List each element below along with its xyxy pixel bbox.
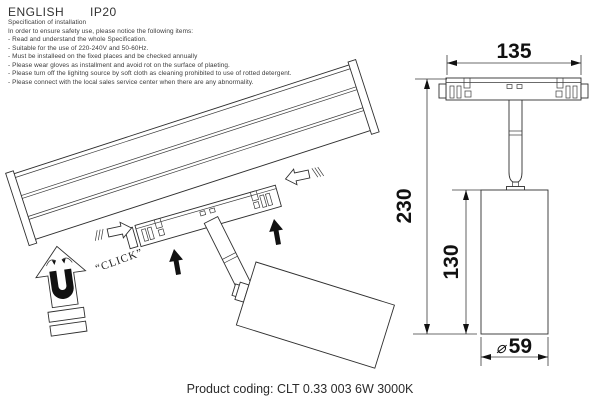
stem-front-view — [506, 100, 525, 191]
track-end-cap — [5, 170, 38, 247]
spec-intro: In order to ensure safety use, please no… — [8, 27, 194, 35]
header-bar: ENGLISH IP20 — [8, 5, 116, 19]
click-label: “CLICK” — [94, 247, 145, 275]
lamp-front-view — [480, 189, 549, 335]
spec-title: Specification of installation — [8, 19, 87, 26]
lamp-body-drawing — [231, 261, 396, 369]
diameter-symbol: ⌀ — [496, 340, 507, 357]
spec-item: - Must be installeed on the fixed places… — [8, 53, 198, 61]
up-arrow-outline-icon — [35, 245, 87, 309]
slide-direction-arrow-icon — [284, 166, 325, 186]
spec-item: - Please wear gloves as installment and … — [8, 61, 230, 69]
magnet-attraction-icon — [35, 245, 88, 337]
magnet-icon — [49, 268, 74, 300]
spec-section: Specification of installation In order t… — [8, 19, 338, 87]
dim-diameter: ⌀59 — [480, 335, 549, 366]
track-end-cap — [347, 59, 380, 135]
spec-item: - Read and understand the whole Specific… — [8, 36, 147, 44]
ip-rating-label: IP20 — [90, 5, 117, 19]
slide-direction-arrow-icon — [95, 221, 133, 241]
bracket-front-view — [438, 77, 589, 101]
dim-body-height: 130 — [440, 189, 481, 334]
spec-item: - Suitable for the use of 220-240V and 5… — [8, 44, 149, 52]
dim-total-height: 230 — [393, 78, 477, 335]
track-rail-drawing — [5, 59, 380, 247]
dim-diameter-value: 59 — [509, 335, 532, 358]
spec-item: - Please connect with the local sales se… — [8, 78, 254, 86]
dim-width: 135 — [446, 40, 582, 75]
ceiling-plate-icon — [49, 320, 88, 337]
dim-total-height-value: 230 — [393, 188, 416, 223]
dim-width-value: 135 — [496, 40, 531, 63]
product-coding: Product coding: CLT 0.33 003 6W 3000K — [186, 382, 414, 396]
spec-item: - Please turn off the lighitng source by… — [8, 70, 292, 78]
push-up-arrow-icon — [269, 219, 283, 246]
dim-diameter-label: ⌀59 — [496, 335, 532, 358]
push-up-arrow-icon — [169, 249, 183, 276]
ceiling-plate-icon — [47, 306, 86, 323]
language-label: ENGLISH — [8, 5, 65, 19]
track-adapter-drawing — [124, 184, 282, 250]
dim-body-height-value: 130 — [440, 244, 463, 279]
